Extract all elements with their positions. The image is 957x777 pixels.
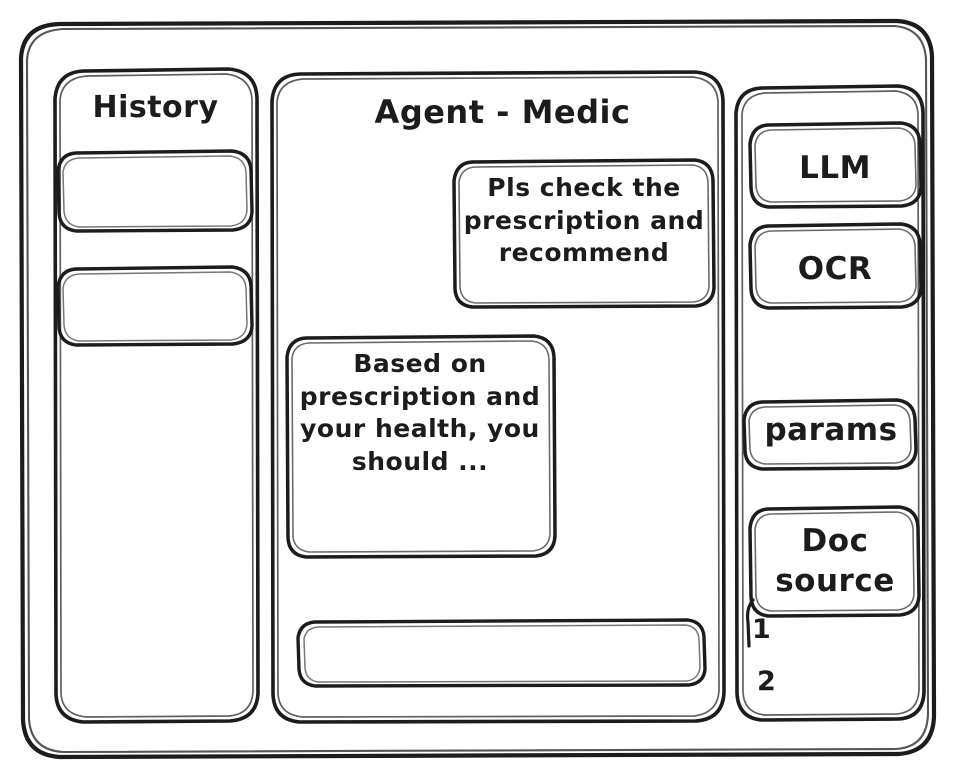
history-item-1[interactable] [58, 151, 253, 232]
doc-source-item-1[interactable]: 1 [752, 614, 772, 645]
doc-source-label: Doc source [775, 523, 895, 599]
user-message-text: Pls check the prescription and recommend [463, 173, 705, 267]
assistant-message-text: Based on prescription and your health, y… [299, 349, 541, 476]
tool-llm-label: LLM [799, 150, 871, 186]
tool-ocr-label: OCR [797, 251, 873, 287]
tool-params-label: params [764, 412, 898, 448]
history-panel-title: History [92, 90, 219, 125]
doc-source-item-2[interactable]: 2 [757, 666, 777, 697]
page-title: Agent - Medic [374, 93, 631, 131]
history-item-2[interactable] [58, 267, 253, 346]
message-input[interactable] [298, 620, 706, 687]
